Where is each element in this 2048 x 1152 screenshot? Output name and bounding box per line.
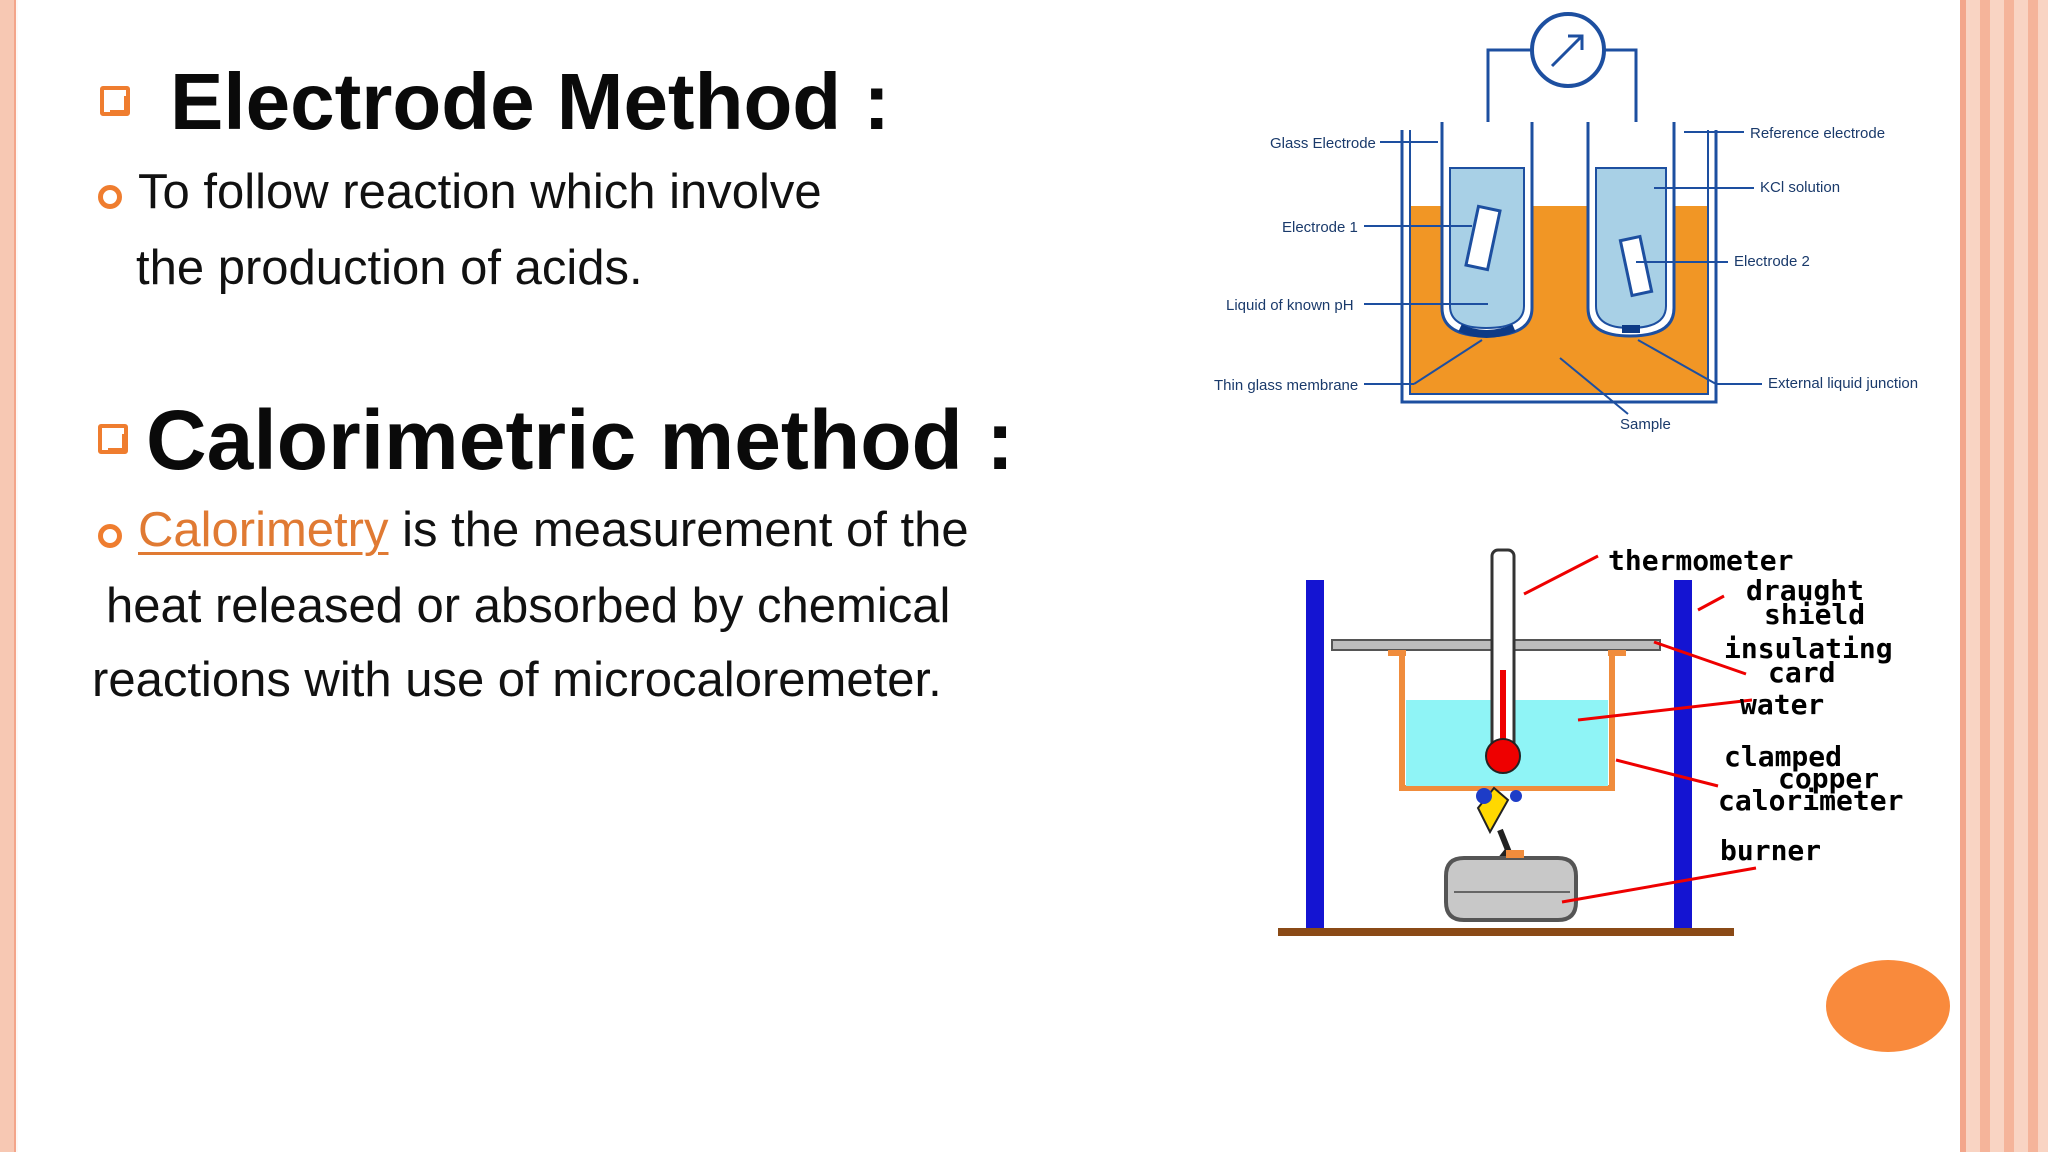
label-sample: Sample (1620, 416, 1671, 433)
label-burner: burner (1720, 834, 1821, 867)
calorimeter-diagram: thermometer draught shield insulating ca… (1278, 544, 1903, 936)
label-external-junction: External liquid junction (1768, 375, 1918, 392)
label-electrode1: Electrode 1 (1282, 219, 1358, 236)
bullet2-line3: reactions with use of microcaloremeter. (92, 653, 942, 707)
label-shield: shield (1764, 598, 1865, 631)
label-draught: draught (1746, 574, 1864, 607)
label-water: water (1740, 688, 1824, 721)
label-liquid-known-ph: Liquid of known pH (1226, 297, 1354, 314)
electrode-diagram: Glass Electrode Electrode 1 Liquid of kn… (1214, 12, 1918, 433)
square-bullet-icon (100, 86, 130, 116)
bullet1-line1: To follow reaction which involve (138, 165, 822, 219)
label-electrode2: Electrode 2 (1734, 253, 1810, 270)
circle-bullet-icon (98, 185, 122, 209)
right-border (1960, 0, 2048, 1152)
label-card: card (1768, 656, 1835, 689)
label-clamped: clamped (1724, 740, 1842, 773)
heading-calorimetric-method: Calorimetric method : (146, 393, 1015, 487)
decorative-circle (1826, 960, 1950, 1052)
slide: Electrode Method : To follow reaction wh… (18, 0, 1960, 1152)
bullet1-line2: the production of acids. (136, 241, 643, 295)
heading-electrode-method: Electrode Method : (170, 57, 891, 146)
circle-bullet-icon (98, 524, 122, 548)
label-kcl-solution: KCl solution (1760, 179, 1840, 196)
bullet2-line2: heat released or absorbed by chemical (106, 579, 951, 633)
label-insulating: insulating (1724, 632, 1893, 665)
calorimetry-link[interactable]: Calorimetry (138, 503, 389, 557)
left-border (0, 0, 16, 1152)
label-reference-electrode: Reference electrode (1750, 125, 1885, 142)
label-copper: copper (1778, 762, 1879, 795)
square-bullet-icon (98, 424, 128, 454)
label-glass-electrode: Glass Electrode (1270, 135, 1376, 152)
label-calorimeter: calorimeter (1718, 784, 1903, 817)
bullet2-line1-text: is the measurement of the (388, 503, 969, 557)
label-thermometer: thermometer (1608, 544, 1793, 577)
bullet2-line1: Calorimetry is the measurement of the (138, 502, 969, 558)
label-thin-membrane: Thin glass membrane (1214, 377, 1358, 394)
